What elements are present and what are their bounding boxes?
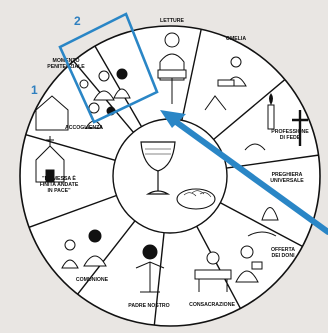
marker-1: 1: [31, 83, 38, 97]
candle-icon: [268, 105, 274, 129]
lectern-icon: [158, 70, 186, 78]
host-icon: [207, 252, 219, 264]
priest-head-icon: [231, 57, 241, 67]
segment-label-letture: LETTURE: [160, 18, 184, 24]
offerer-head-icon: [241, 246, 253, 258]
minister-head-icon: [65, 240, 75, 250]
ambo-icon: [218, 80, 234, 86]
child-head-icon: [143, 245, 157, 259]
segment-label-consacrazione: CONSACRAZIONE: [189, 302, 235, 308]
wheel-hub: [113, 119, 227, 233]
segment-label-omelia: OMELIA: [226, 36, 246, 42]
segment-label-comunione: COMUNIONE: [76, 277, 109, 283]
bread-icon: [177, 189, 215, 209]
communicant-head-icon: [89, 230, 101, 242]
altar-icon: [195, 270, 231, 279]
penitent-child-head-icon: [80, 80, 88, 88]
marker-2: 2: [74, 14, 81, 28]
segment-label-padre-nostro: PADRE NOSTRO: [128, 303, 169, 309]
gift-icon: [252, 262, 262, 269]
reader-head-icon: [165, 33, 179, 47]
penitent-head-icon: [117, 69, 127, 79]
flame-icon: [270, 94, 273, 104]
segment-label-accoglienza: ACCOGLIENZA: [65, 125, 103, 131]
penitent-head-icon: [99, 71, 109, 81]
